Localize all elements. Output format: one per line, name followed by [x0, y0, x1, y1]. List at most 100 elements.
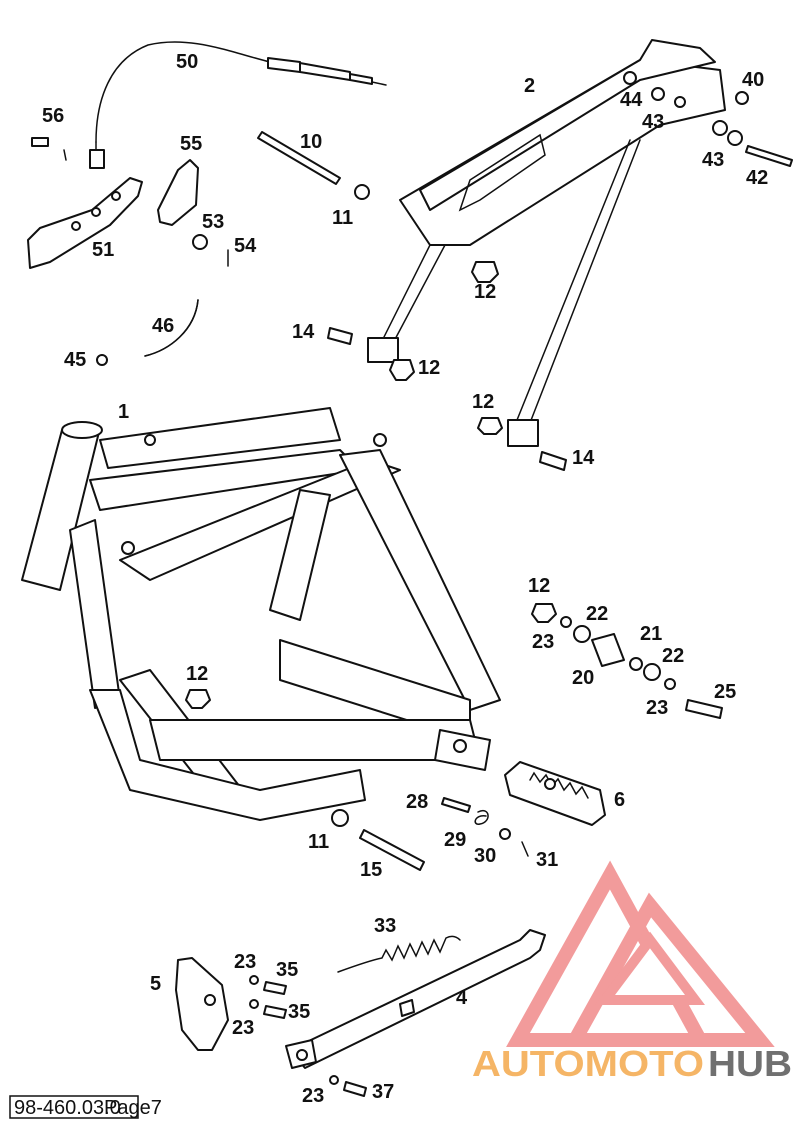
callout-p14b: 14 [572, 447, 595, 469]
bolt-14b [539, 451, 567, 471]
washer-22a [573, 625, 591, 643]
nut-12c [477, 417, 503, 435]
bolt-14a [327, 327, 353, 345]
callout-p25: 25 [714, 681, 736, 703]
bolt-10 [257, 131, 341, 185]
callout-p20: 20 [572, 667, 594, 689]
nut-40 [735, 91, 749, 105]
washer-44 [651, 87, 665, 101]
callout-p23a: 23 [532, 631, 554, 653]
callout-p12c: 12 [472, 391, 494, 413]
footer-doc-number: 98-460.03.0 [14, 1097, 121, 1119]
callout-p5: 5 [150, 973, 161, 995]
callout-p4: 4 [456, 987, 468, 1009]
callout-p23d: 23 [232, 1017, 254, 1039]
pin-31 [521, 841, 529, 857]
callout-p14a: 14 [292, 321, 315, 343]
bushing-20 [591, 633, 625, 667]
washer-43b [727, 130, 743, 146]
spacer-21 [629, 657, 643, 671]
footer-doc-box [9, 1095, 139, 1119]
callout-p12a: 12 [474, 281, 496, 303]
footpeg [504, 761, 606, 826]
washer-23e [329, 1075, 339, 1085]
callout-p31: 31 [536, 849, 558, 871]
callout-p55: 55 [180, 133, 202, 155]
washer-53 [192, 234, 208, 250]
callout-p2: 2 [524, 75, 535, 97]
callout-p12e: 12 [186, 663, 208, 685]
automotohub-logo-icon [506, 860, 775, 1047]
washer-23b [664, 678, 676, 690]
bolt-42 [745, 145, 793, 167]
nut-12e [531, 603, 557, 623]
callout-p42: 42 [746, 167, 768, 189]
spring-33 [337, 935, 461, 973]
callout-p1: 1 [118, 401, 129, 423]
side-stand [285, 929, 546, 1069]
callout-p6: 6 [614, 789, 625, 811]
bolt-15 [359, 829, 425, 871]
callout-p51: 51 [92, 239, 114, 261]
callout-p40: 40 [742, 69, 764, 91]
bolt-35a [263, 981, 287, 995]
callout-p23c: 23 [234, 951, 256, 973]
callout-p43a: 43 [642, 111, 664, 133]
washer-22b [643, 663, 661, 681]
callout-p46: 46 [152, 315, 174, 337]
callout-p35a: 35 [276, 959, 298, 981]
callout-p44: 44 [620, 89, 643, 111]
callout-p53: 53 [202, 211, 224, 233]
washer-43a [674, 96, 686, 108]
callout-p12d: 12 [528, 575, 550, 597]
callout-p15: 15 [360, 859, 382, 881]
callout-p22b: 22 [662, 645, 684, 667]
watermark-brand-part2: HUB [708, 1043, 792, 1084]
brake-pedal [27, 177, 143, 269]
hose-46-inner [144, 299, 199, 357]
callout-p50: 50 [176, 51, 198, 73]
nut-12-top [471, 261, 499, 283]
callout-p28: 28 [406, 791, 428, 813]
washer-23d [249, 999, 259, 1009]
washer-11-bottom [331, 809, 349, 827]
link-55 [157, 159, 199, 226]
nut-12d [185, 689, 211, 709]
washer-11-top [354, 184, 370, 200]
washer-23c [249, 975, 259, 985]
callout-p35b: 35 [288, 1001, 310, 1023]
watermark-brand-part1: AUTOMOTO [472, 1043, 704, 1084]
bolt-25 [685, 699, 723, 719]
washer-23a [560, 616, 572, 628]
spring-29 [474, 809, 489, 825]
clamp-45 [96, 354, 108, 366]
callout-p23b: 23 [646, 697, 668, 719]
washer-30 [499, 828, 511, 840]
callout-p56: 56 [42, 105, 64, 127]
pin-28 [441, 797, 471, 813]
callout-p11b: 11 [308, 831, 329, 853]
callout-p37: 37 [372, 1081, 394, 1103]
subframe [367, 39, 728, 447]
callout-p54: 54 [234, 235, 257, 257]
bolt-56 [31, 137, 49, 147]
callout-p11a: 11 [332, 207, 353, 229]
callout-p33: 33 [374, 915, 396, 937]
callout-p10: 10 [300, 131, 322, 153]
brake-cable [89, 41, 387, 169]
callout-p12b: 12 [418, 357, 440, 379]
callout-p23e: 23 [302, 1085, 324, 1107]
bracket-5 [175, 957, 229, 1051]
callout-p29: 29 [444, 829, 466, 851]
callout-p22a: 22 [586, 603, 608, 625]
bolt-37 [343, 1081, 367, 1097]
callout-p21: 21 [640, 623, 662, 645]
callout-p43b: 43 [702, 149, 724, 171]
callout-p45: 45 [64, 349, 86, 371]
bolt-35b [263, 1005, 287, 1019]
callout-p30: 30 [474, 845, 496, 867]
nut-12b [389, 359, 415, 381]
